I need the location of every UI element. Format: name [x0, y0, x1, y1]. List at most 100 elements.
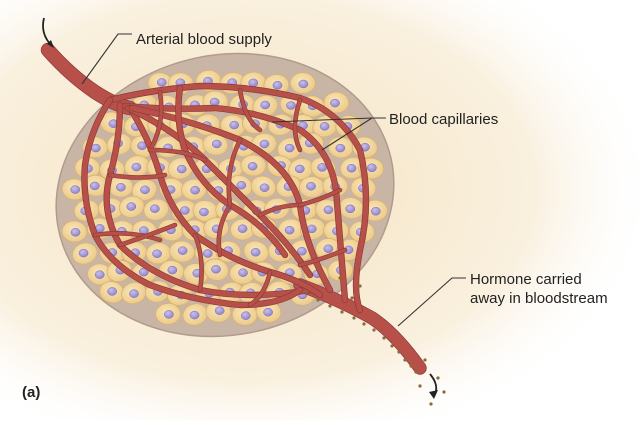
cell-nucleus — [116, 182, 126, 192]
arterial-leader-line — [81, 33, 132, 85]
cell-nucleus — [272, 81, 283, 90]
hormone-dot — [350, 296, 354, 300]
gland-cell — [240, 154, 267, 177]
gland-cell — [289, 72, 316, 94]
hormone-dot — [436, 376, 440, 380]
hormone-dot — [372, 328, 376, 332]
capillary-leader-line-2 — [321, 117, 373, 151]
blood-vessel — [129, 105, 333, 293]
cell-nucleus — [238, 268, 248, 277]
cell-nucleus — [229, 120, 240, 130]
hormone-dot — [316, 298, 320, 302]
cell-nucleus — [240, 311, 251, 320]
hormone-dot — [390, 344, 394, 348]
cell-nucleus — [306, 181, 316, 191]
cell-nucleus — [319, 122, 330, 131]
hormone-dot — [382, 336, 386, 340]
gland-cell — [155, 303, 181, 325]
gland-cell — [192, 200, 219, 223]
hormone-particles — [304, 276, 446, 406]
hormone-dot — [423, 358, 427, 362]
gland-cell — [145, 242, 172, 265]
cell-nucleus — [248, 78, 259, 88]
blood-vessel — [193, 233, 204, 292]
cell-nucleus — [126, 202, 137, 211]
blood-vessel — [175, 85, 288, 258]
cell-nucleus — [129, 289, 139, 298]
gland-cell — [131, 178, 158, 202]
cell-nucleus — [70, 185, 81, 194]
cell-nucleus — [211, 139, 222, 149]
cell-nucleus — [152, 249, 162, 258]
hormone-dot — [442, 390, 446, 394]
outflow-arrowhead — [429, 390, 438, 399]
cell-nucleus — [140, 185, 150, 195]
cell-nucleus — [190, 185, 200, 195]
cell-nucleus — [260, 100, 271, 110]
cell-nucleus — [294, 164, 305, 174]
blood-vessel — [104, 102, 313, 298]
blood-vessel — [93, 231, 162, 242]
cell-nucleus — [177, 246, 188, 255]
gland-cell — [229, 218, 256, 241]
cell-nucleus — [259, 139, 270, 149]
blood-vessel — [248, 270, 272, 307]
hormone-dot — [429, 402, 433, 406]
cell-nucleus — [214, 306, 225, 315]
cell-nucleus — [345, 204, 356, 214]
cell-nucleus — [94, 270, 105, 279]
cell-nucleus — [176, 164, 187, 174]
hormone-dot — [403, 358, 407, 362]
cell-nucleus — [346, 164, 357, 173]
cell-nucleus — [189, 310, 200, 320]
gland-cell — [124, 155, 150, 178]
gland-cell — [323, 91, 350, 114]
blood-vessel — [108, 173, 167, 180]
cell-nucleus — [263, 307, 273, 317]
cell-nucleus — [298, 79, 309, 89]
cell-nucleus — [330, 98, 340, 108]
cell-nucleus — [323, 205, 334, 215]
gland-cell — [72, 242, 98, 265]
cell-nucleus — [237, 224, 248, 233]
cell-nucleus — [164, 310, 174, 319]
gland-cell — [121, 281, 147, 305]
blood-vessel — [148, 90, 163, 152]
gland-cell — [143, 198, 169, 221]
gland-cell — [87, 263, 113, 286]
cell-nucleus — [259, 183, 270, 192]
gland-cell — [203, 258, 229, 281]
hormone-dot — [362, 322, 366, 326]
cell-nucleus — [366, 163, 377, 173]
cell-nucleus — [297, 246, 307, 256]
cell-nucleus — [370, 206, 381, 216]
panel-label: (a) — [22, 384, 41, 401]
hormone-leader-line — [397, 277, 466, 327]
cell-nucleus — [284, 225, 295, 235]
cell-nucleus — [199, 207, 209, 217]
hormone-dot — [340, 310, 344, 314]
cell-nucleus — [284, 143, 295, 153]
cell-nucleus — [131, 162, 142, 172]
cell-nucleus — [236, 180, 247, 190]
gland-cell — [61, 178, 88, 201]
blood-vessel — [81, 97, 303, 308]
gland-cell — [202, 133, 229, 156]
cell-nucleus — [89, 181, 100, 191]
arterial-blood-supply-label: Arterial blood supply — [136, 31, 272, 48]
cell-nucleus — [179, 206, 190, 215]
hormone-dot — [409, 364, 413, 368]
hormone-dot — [338, 276, 342, 280]
blood-vessel — [258, 203, 302, 217]
gland-cell — [298, 176, 325, 199]
gland-cell — [61, 220, 88, 243]
cell-nucleus — [90, 143, 101, 153]
blood-capillaries-label: Blood capillaries — [389, 111, 499, 128]
gland-cell — [252, 94, 279, 118]
blood-vessel — [227, 138, 242, 207]
cell-nucleus — [323, 244, 334, 254]
cell-nucleus — [150, 204, 160, 213]
gland-cell — [182, 303, 208, 326]
inflow-arrowhead — [47, 40, 54, 48]
